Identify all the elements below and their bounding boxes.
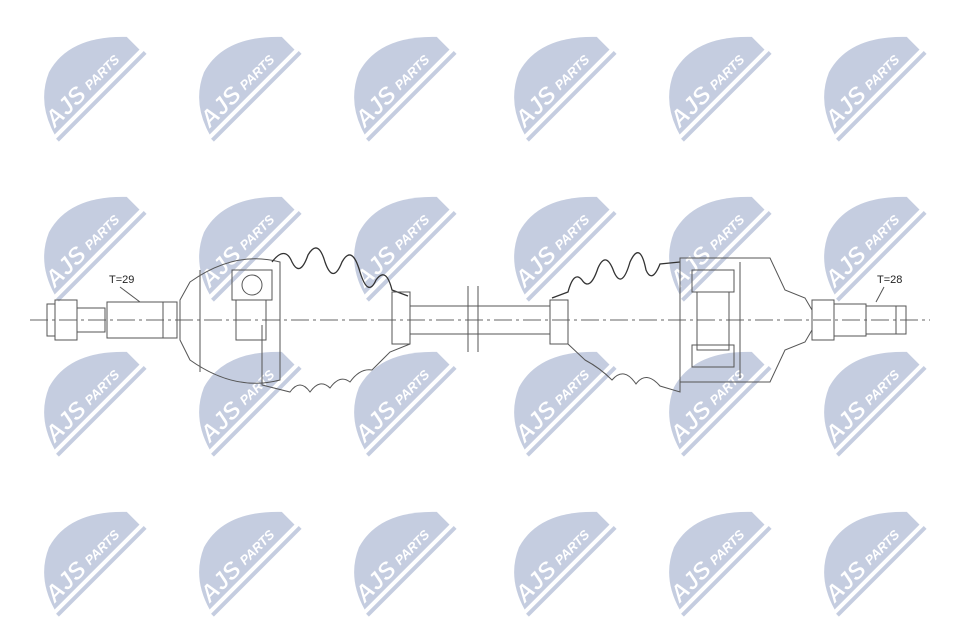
right-label-leader	[875, 286, 885, 303]
ajs-parts-watermark: AJS PARTS	[39, 36, 147, 142]
left-cv-joint	[179, 258, 281, 384]
shaft-bar	[409, 286, 551, 352]
ajs-parts-watermark: AJS PARTS	[509, 351, 617, 457]
ajs-parts-watermark: AJS PARTS	[819, 36, 927, 142]
right-spline-label: T=28	[877, 274, 902, 286]
ajs-parts-watermark: AJS PARTS	[819, 351, 927, 457]
left-label-leader	[119, 286, 141, 303]
ajs-parts-watermark: AJS PARTS	[349, 511, 457, 617]
ajs-parts-watermark: AJS PARTS	[194, 511, 302, 617]
ajs-parts-watermark: AJS PARTS	[39, 511, 147, 617]
drive-shaft: T=29 T=28	[30, 247, 930, 393]
ajs-parts-watermark: AJS PARTS	[819, 511, 927, 617]
ajs-parts-watermark: AJS PARTS	[664, 36, 772, 142]
ajs-parts-watermark: AJS PARTS	[819, 196, 927, 302]
left-stub-shaft	[46, 299, 178, 341]
left-spline-label: T=29	[109, 274, 134, 286]
ajs-parts-watermark: AJS PARTS	[664, 511, 772, 617]
ajs-parts-watermark: AJS PARTS	[194, 196, 302, 302]
ajs-parts-watermark: AJS PARTS	[664, 351, 772, 457]
ajs-parts-watermark: AJS PARTS	[509, 36, 617, 142]
watermark-layer: AJS PARTS AJS PARTS AJS PARTS AJS PARTS …	[39, 36, 927, 617]
ajs-parts-watermark: AJS PARTS	[509, 196, 617, 302]
right-stub-shaft	[811, 299, 907, 341]
ajs-parts-watermark: AJS PARTS	[349, 351, 457, 457]
right-boot	[549, 252, 681, 393]
ajs-parts-watermark: AJS PARTS	[194, 36, 302, 142]
ajs-parts-watermark: AJS PARTS	[194, 351, 302, 457]
ajs-parts-watermark: AJS PARTS	[664, 196, 772, 302]
ajs-parts-watermark: AJS PARTS	[39, 351, 147, 457]
ajs-parts-watermark: AJS PARTS	[349, 36, 457, 142]
ajs-parts-watermark: AJS PARTS	[349, 196, 457, 302]
ajs-parts-watermark: AJS PARTS	[509, 511, 617, 617]
